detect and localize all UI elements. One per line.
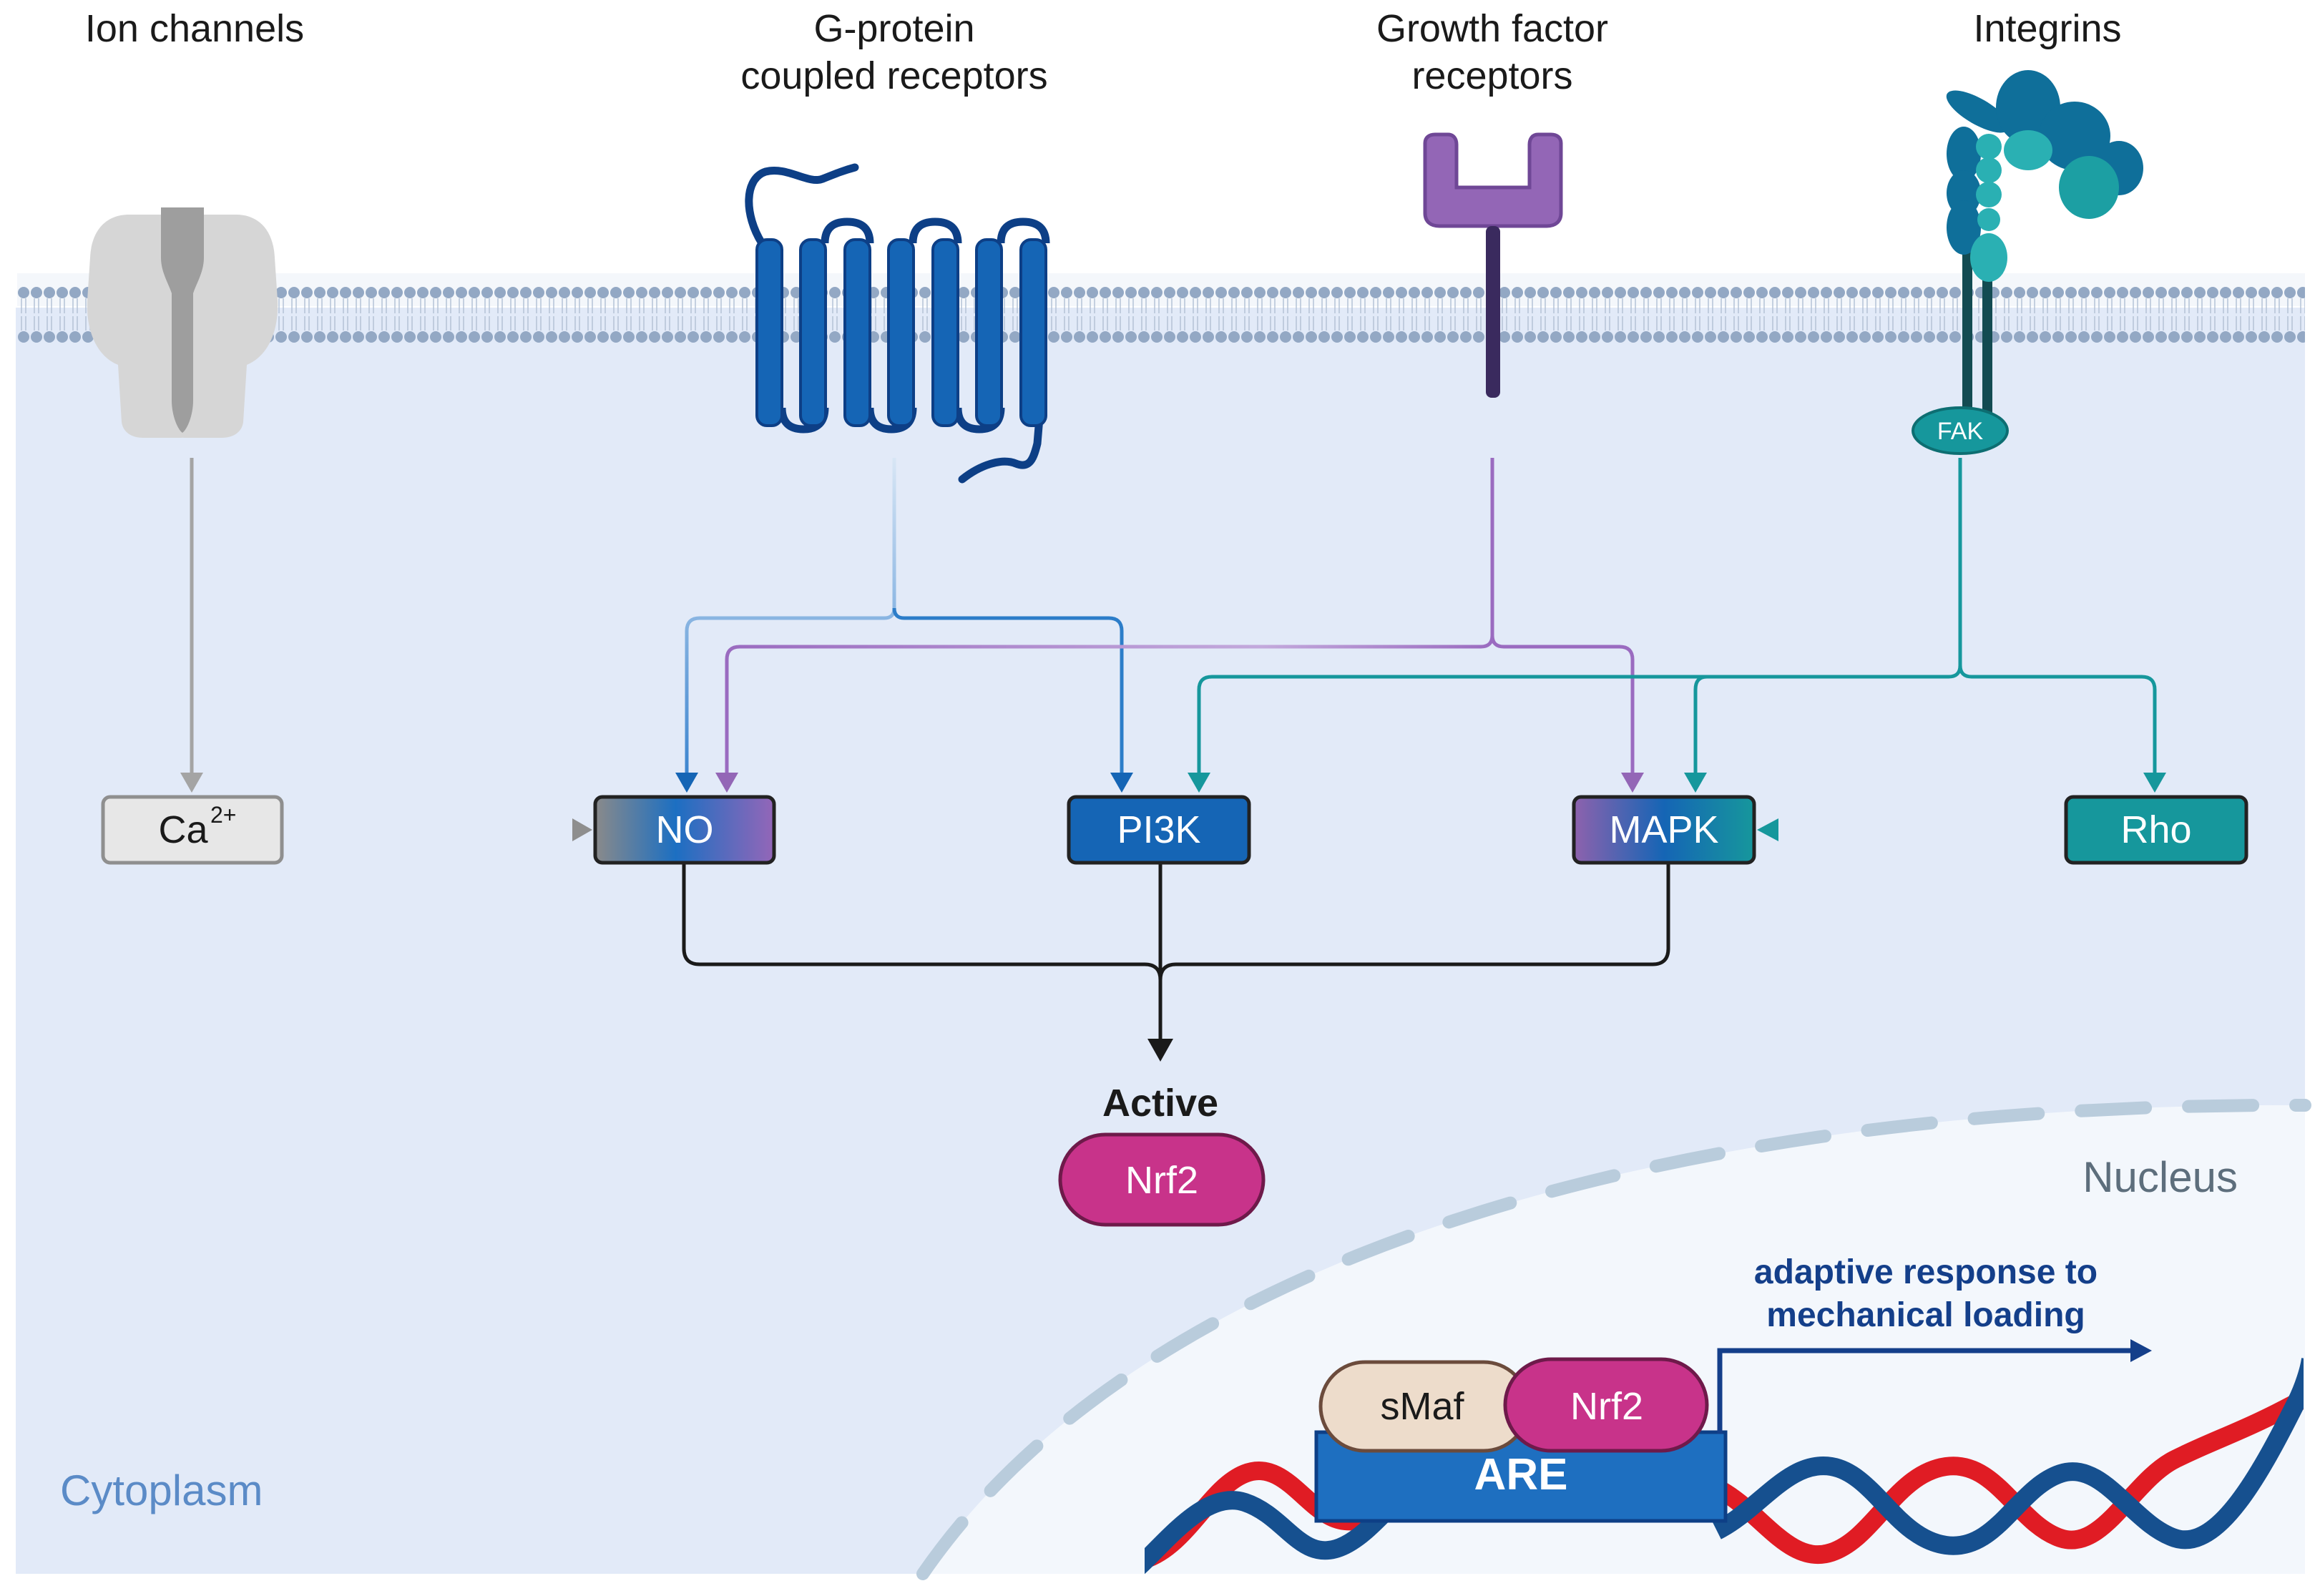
ca-superscript: 2+ — [210, 802, 236, 828]
cytoplasm-label: Cytoplasm — [60, 1467, 263, 1514]
are-label: ARE — [1474, 1450, 1568, 1499]
nrf2-nuclear-node: Nrf2 — [1503, 1357, 1709, 1453]
nucleus-label: Nucleus — [2082, 1153, 2238, 1201]
no-label: NO — [656, 808, 714, 851]
rho-label: Rho — [2120, 808, 2191, 851]
response-label-line2: mechanical loading — [1766, 1296, 2085, 1334]
rho-node: Rho — [2064, 795, 2248, 865]
pi3k-label: PI3K — [1117, 808, 1200, 851]
nrf2-active-label: Nrf2 — [1125, 1159, 1198, 1202]
nrf2-active-node: Nrf2 — [1058, 1132, 1266, 1227]
smaf-node: sMaf — [1318, 1360, 1530, 1453]
response-label-line1: adaptive response to — [1754, 1253, 2098, 1291]
nucleus-region — [923, 1105, 2305, 1574]
gpcr-label-line1: G-protein — [813, 7, 974, 50]
nrf2-nuclear-label: Nrf2 — [1570, 1385, 1643, 1428]
signaling-arrows — [180, 458, 2166, 1062]
smaf-label: sMaf — [1380, 1385, 1464, 1428]
nuclear-envelope — [916, 1098, 2311, 1580]
integrins-label: Integrins — [1973, 7, 2121, 50]
ca-node: Ca 2+ — [101, 795, 284, 865]
cell-membrane — [17, 273, 2305, 363]
growth-factor-receptor-icon — [1423, 132, 1563, 398]
pi3k-node: PI3K — [1067, 795, 1251, 865]
fak-node — [1912, 406, 2009, 455]
gpcr-icon — [745, 163, 1050, 484]
transcription-arrow — [1717, 1339, 2152, 1434]
no-node: NO — [593, 795, 776, 865]
ion-channel-icon — [87, 207, 278, 438]
growth-factor-label-line1: Growth factor — [1376, 7, 1608, 50]
fak-label: FAK — [1937, 418, 1984, 445]
integrin-icon: FAK — [1912, 70, 2143, 455]
ion-channels-label: Ion channels — [85, 7, 304, 50]
mapk-label: MAPK — [1609, 808, 1718, 851]
ca-label: Ca — [158, 808, 208, 851]
active-label: Active — [1102, 1082, 1218, 1125]
mapk-node: MAPK — [1572, 795, 1756, 865]
gpcr-label-line2: coupled receptors — [740, 54, 1047, 97]
growth-factor-label-line2: receptors — [1411, 54, 1572, 97]
